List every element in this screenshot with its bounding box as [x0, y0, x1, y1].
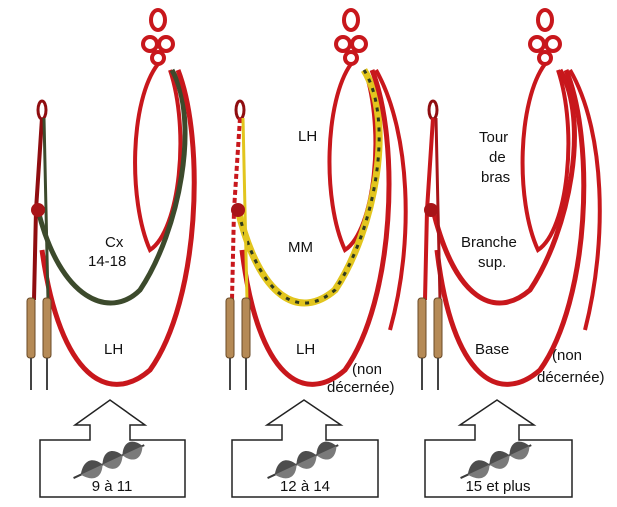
- panel-1-label-middle: Cx: [105, 234, 124, 251]
- panel-2-yellow-cord: [238, 70, 379, 303]
- panel-1-caption: 9 à 11: [92, 478, 133, 495]
- panel-3-label-side1: (non: [552, 347, 582, 364]
- panel-2-label-middle: MM: [288, 239, 313, 256]
- panel-2-label-side2: décernée): [327, 379, 395, 396]
- panel-1-aiguillettes: [27, 298, 51, 390]
- panel-1-label-bottom: LH: [104, 341, 123, 358]
- panel-3: Tour de bras Branche sup. Base (non déce…: [418, 10, 605, 497]
- panel-3-aiguillettes: [418, 298, 442, 390]
- panel-3-label-side2: décernée): [537, 369, 605, 386]
- panel-2-label-top: LH: [298, 128, 317, 145]
- panel-3-label-middle: Branche: [461, 234, 517, 251]
- panel-3-label-middle2: sup.: [478, 254, 506, 271]
- panel-1-top-knot: [143, 10, 173, 64]
- panel-2-caption: 12 à 14: [280, 478, 330, 495]
- panel-1-label-middle2: 14-18: [88, 253, 126, 270]
- panel-1-arm-loop: [135, 64, 180, 250]
- panel-1: Cx 14-18 LH 9 à 11: [27, 10, 194, 497]
- panel-2-label-side1: (non: [352, 361, 382, 378]
- panel-3-label-top3: bras: [481, 169, 510, 186]
- panel-2-top-knot: [336, 10, 366, 64]
- panel-3-label-bottom: Base: [475, 341, 509, 358]
- panel-3-top-knot: [530, 10, 560, 64]
- panel-3-caption: 15 et plus: [465, 478, 530, 495]
- panel-2-label-bottom: LH: [296, 341, 315, 358]
- panel-2: LH MM LH (non décernée) 12 à 14: [226, 10, 406, 497]
- panel-3-label-top2: de: [489, 149, 506, 166]
- panel-2-aiguillettes: [226, 298, 250, 390]
- panel-3-label-top: Tour: [479, 129, 508, 146]
